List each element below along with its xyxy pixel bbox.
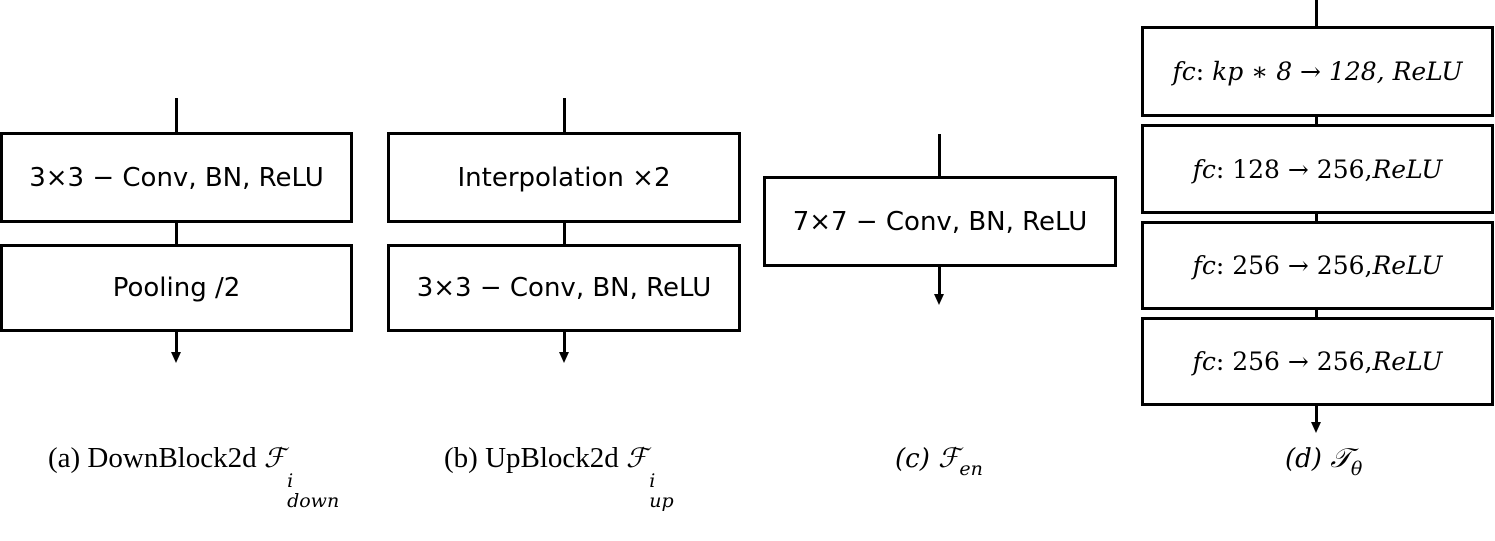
connector: [1315, 212, 1318, 224]
fc-spec: 128 → 256,: [1232, 154, 1373, 184]
interpolation-block: Interpolation ×2: [387, 132, 741, 223]
fc-label: fc: [1192, 154, 1216, 184]
output-arrowhead: [171, 352, 181, 363]
fc-label: fc: [1172, 57, 1196, 86]
fc-layer-1: fc: kp ∗ 8 → 128, ReLU: [1141, 26, 1494, 117]
caption-d: (d) 𝒯θ: [1285, 444, 1362, 479]
input-connector: [1315, 0, 1318, 29]
conv-bn-relu-block: 7×7 − Conv, BN, ReLU: [763, 176, 1117, 267]
connector: [1315, 308, 1318, 320]
conv-bn-relu-block: 3×3 − Conv, BN, ReLU: [0, 132, 353, 223]
caption-subscript: θ: [1350, 458, 1363, 480]
connector: [175, 221, 178, 247]
caption-label: (d): [1285, 444, 1331, 474]
output-connector: [1315, 404, 1318, 423]
caption-label: (a) DownBlock2d: [48, 442, 264, 474]
fc-layer-4: fc: 256 → 256,ReLU: [1141, 317, 1494, 406]
caption-symbol: ℱ: [938, 443, 960, 474]
caption-label: (b) UpBlock2d: [444, 442, 627, 474]
connector: [1315, 115, 1318, 127]
fc-label: fc: [1192, 347, 1216, 376]
caption-label: (c): [895, 444, 939, 474]
fc-spec: kp ∗ 8 → 128,: [1212, 57, 1385, 86]
caption-subscript: down: [287, 490, 340, 512]
fc-label: fc: [1192, 251, 1216, 280]
fc-layer-2: fc: 128 → 256,ReLU: [1141, 124, 1494, 214]
caption-superscript: i: [649, 470, 656, 492]
output-arrowhead: [934, 294, 944, 305]
input-connector: [175, 98, 178, 134]
output-connector: [175, 330, 178, 353]
conv-bn-relu-block: 3×3 − Conv, BN, ReLU: [387, 244, 741, 332]
fc-activation: ReLU: [1392, 57, 1463, 86]
fc-activation: ReLU: [1372, 154, 1443, 184]
output-connector: [938, 265, 941, 295]
caption-c: (c) ℱen: [895, 444, 983, 479]
fc-layer-3: fc: 256 → 256,ReLU: [1141, 221, 1494, 310]
output-arrowhead: [1311, 422, 1321, 433]
fc-spec: 256 → 256,: [1232, 347, 1373, 376]
fc-spec: 256 → 256,: [1232, 251, 1373, 280]
caption-symbol: 𝒯: [1330, 443, 1351, 474]
caption-superscript: i: [287, 470, 294, 492]
connector: [563, 221, 566, 247]
output-connector: [563, 330, 566, 353]
caption-subscript: en: [959, 458, 983, 480]
caption-symbol: ℱ: [263, 443, 286, 474]
pooling-block: Pooling /2: [0, 244, 353, 332]
fc-activation: ReLU: [1372, 251, 1443, 280]
input-connector: [563, 98, 566, 134]
caption-subscript: up: [649, 490, 674, 512]
caption-symbol: ℱ: [626, 443, 648, 474]
input-connector: [938, 134, 941, 179]
output-arrowhead: [559, 352, 569, 363]
fc-activation: ReLU: [1372, 347, 1443, 376]
